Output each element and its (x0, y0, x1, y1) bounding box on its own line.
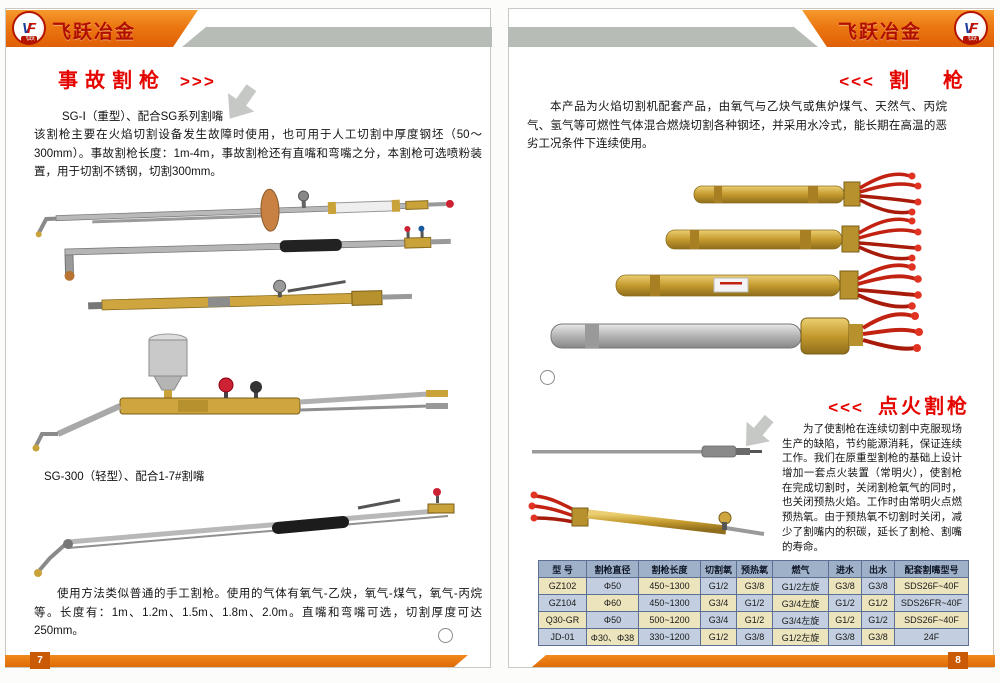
header-graybar-right (508, 27, 818, 47)
spec-table-cell: G1/2 (828, 594, 862, 612)
spec-table-header-cell: 割枪长度 (638, 560, 701, 578)
spec-table-header-cell: 出水 (861, 560, 895, 578)
torch-photo-water-cooled-3 (615, 263, 922, 310)
brand-name: 飞跃冶金 (838, 22, 923, 43)
logo-letter-v: V (21, 19, 32, 37)
spec-table-cell: G1/2 (828, 611, 862, 629)
title-arrows-icon: >>> (180, 72, 216, 91)
torch-photo-emergency-bent (64, 225, 451, 281)
spec-table-header-cell: 型 号 (538, 560, 587, 578)
spec-table-cell: G1/2左旋 (772, 628, 829, 646)
spec-table-cell: 450~1300 (638, 594, 701, 612)
logo-letter-f: F (26, 19, 37, 37)
spec-table-cell: JD-01 (538, 628, 587, 646)
registration-circle (438, 628, 453, 643)
spec-table-cell: G3/8 (736, 628, 773, 646)
intro-paragraph: 该割枪主要在火焰切割设备发生故障时使用，也可用于人工切割中厚度钢坯（50～300… (34, 129, 482, 179)
torch-photo-powder-spray (32, 333, 448, 452)
footer-bar-right (532, 655, 995, 667)
spec-table-cell: 450~1300 (638, 577, 701, 595)
spec-table-cell: G3/8 (861, 628, 895, 646)
spec-table-cell: G3/4 (700, 594, 737, 612)
page-number-right: 8 (948, 652, 968, 669)
spec-table-header-cell: 预热氧 (736, 560, 773, 578)
brand-logo: V F 飞跃 (12, 11, 46, 45)
down-arrow-icon (746, 414, 774, 447)
torch-photo-sg300-light (34, 488, 455, 577)
right-page-title1-row: <<< 割 枪 (760, 64, 970, 93)
spec-table-cell: G1/2 (736, 594, 773, 612)
logo-letter-v: V (963, 19, 974, 37)
spec-table-cell: G3/4左旋 (772, 594, 829, 612)
spec-table-cell: SDS26FR~40F (894, 594, 969, 612)
spec-table-cell: G3/4 (700, 611, 737, 629)
torch-photo-emergency-straight (35, 188, 454, 238)
left-page (5, 8, 491, 668)
spec-table-cell: G3/8 (736, 577, 773, 595)
model-label-sg300: SG-300（轻型）、配合1-7#割嘴 (44, 471, 205, 483)
torch-photo-water-cooled-2 (665, 217, 922, 262)
torch-photo-ignition-rod (532, 445, 762, 458)
logo-letter-f: F (968, 19, 979, 37)
title-arrows-icon: <<< (839, 72, 875, 91)
spec-table-cell: 330~1200 (638, 628, 701, 646)
spec-table-cell: SDS26F~40F (894, 611, 969, 629)
page-title: 事故割枪 (58, 70, 166, 92)
spec-table-cell: G3/8 (828, 577, 862, 595)
logo-caption: 飞跃 (962, 36, 979, 43)
spec-table-cell: Φ50 (586, 577, 639, 595)
footer-bar-left (5, 655, 468, 667)
registration-circle (540, 370, 555, 385)
spec-table-cell: Φ50 (586, 611, 639, 629)
ignition-torch-intro: 为了使割枪在连续切割中克服现场生产的缺陷，节约能源消耗，保证连续工作。我们在原重… (782, 423, 962, 553)
spec-table-cell: 500~1200 (638, 611, 701, 629)
brand-logo: V F 飞跃 (954, 11, 988, 45)
spec-table-cell: 24F (894, 628, 969, 646)
spec-table-header-cell: 进水 (828, 560, 862, 578)
header-graybar-left (182, 27, 492, 47)
torch-photo-water-cooled-1 (693, 172, 922, 216)
spec-table-cell: G1/2 (700, 577, 737, 595)
spec-table-cell: GZ104 (538, 594, 587, 612)
spec-table-cell: GZ102 (538, 577, 587, 595)
spec-table-cell: G3/8 (861, 577, 895, 595)
spec-table-cell: G3/8 (828, 628, 862, 646)
spec-table-cell: SDS26F~40F (894, 577, 969, 595)
torch-photo-water-cooled-4 (550, 312, 923, 355)
page-number-left: 7 (30, 652, 50, 669)
spec-table-header-cell: 配套割嘴型号 (894, 560, 969, 578)
usage-paragraph: 使用方法类似普通的手工割枪。使用的气体有氧气-乙炔，氧气-煤气，氧气-丙烷等。长… (34, 588, 482, 638)
brand-name: 飞跃冶金 (52, 22, 137, 43)
cutting-torch-intro: 本产品为火焰切割机配套产品，由氧气与乙炔气或焦炉煤气、天然气、丙烷气、氢气等可燃… (527, 101, 947, 151)
page-title-ignition-torch: 点火割枪 (878, 396, 970, 418)
spec-table-cell: G1/2 (861, 611, 895, 629)
page-title-cutting-torch: 割 枪 (889, 70, 970, 92)
spec-table-header-cell: 割枪直径 (586, 560, 639, 578)
torch-photo-ignition-hose (528, 491, 765, 536)
left-page-title-row: 事故割枪 >>> (58, 64, 216, 93)
spec-table-header-cell: 燃气 (772, 560, 829, 578)
title-arrows-icon: <<< (828, 398, 864, 417)
logo-caption: 飞跃 (20, 36, 37, 43)
spec-table-cell: G1/2 (736, 611, 773, 629)
model-label-sg1: SG-Ⅰ（重型）、配合SG系列割嘴 (62, 111, 224, 123)
spec-table-cell: Φ30、Φ38 (586, 628, 639, 646)
spec-table-cell: G3/4左旋 (772, 611, 829, 629)
down-arrow-icon (228, 84, 257, 119)
spec-table-cell: G1/2 (861, 594, 895, 612)
right-page-title2-row: <<< 点火割枪 (760, 390, 970, 419)
spec-table-cell: Φ60 (586, 594, 639, 612)
spec-table-cell: G1/2左旋 (772, 577, 829, 595)
spec-table-cell: G1/2 (700, 628, 737, 646)
spec-table-header-row: 型 号割枪直径割枪长度切割氧预热氧燃气进水出水配套割嘴型号 (538, 560, 969, 578)
torch-photo-brass-short (87, 279, 412, 311)
spec-table-header-cell: 切割氧 (700, 560, 737, 578)
spec-table-cell: Q30-GR (538, 611, 587, 629)
